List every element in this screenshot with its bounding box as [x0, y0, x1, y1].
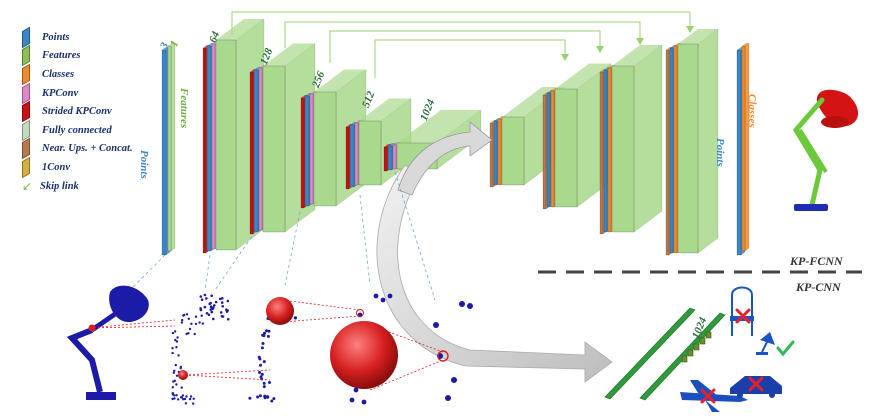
cross-icon: [748, 376, 764, 392]
legend-item: Strided KPConv: [22, 100, 162, 123]
input-features-label: Features: [178, 88, 190, 129]
legend-item: Features: [22, 45, 162, 67]
features-d4: [677, 28, 719, 254]
legend-label: 1Conv: [42, 161, 71, 173]
features-d3: [611, 44, 663, 233]
skip-links: [231, 11, 691, 78]
output-classes-layer: [741, 42, 750, 252]
car-icon: [730, 376, 782, 398]
legend-item: Classes: [22, 63, 162, 86]
legend-label: Features: [42, 50, 81, 62]
guide-lines: [119, 171, 436, 301]
skip-link-4: [374, 39, 566, 78]
fc-output-nodes: [681, 331, 712, 363]
input-points-label: Points: [138, 150, 150, 179]
legend-item: KPConv: [22, 82, 162, 104]
kernel-ring-2: [437, 350, 449, 362]
lamp-segmented-icon: [792, 89, 859, 211]
lamp-icon: [756, 332, 775, 355]
check-icon: [776, 340, 795, 357]
skip-link-3: [329, 30, 601, 63]
legend-label: Classes: [42, 68, 75, 80]
output-points-label: Points: [714, 138, 726, 167]
skip-link-1: [231, 11, 691, 35]
legend-label: Points: [42, 31, 70, 43]
legend-label: KPConv: [42, 87, 79, 99]
cross-icon: [735, 308, 751, 324]
legend-label: Strided KPConv: [42, 106, 112, 118]
legend-item: Fully connected: [22, 119, 162, 142]
decoder-layers: [489, 28, 750, 256]
encoder-layers: [161, 18, 482, 256]
kernel-ring-1: [356, 309, 364, 317]
legend-item: Near. Ups. + Concat.: [22, 138, 162, 160]
legend-item: ↙ Skip link: [22, 177, 162, 196]
fc-bar-1: [604, 307, 696, 400]
curved-arrow-upper: [397, 121, 493, 196]
skip-link-arrow-icon: ↙: [22, 179, 33, 194]
legend-label: Fully connected: [42, 124, 112, 136]
input-features-layer: [167, 42, 176, 252]
skip-link-2: [284, 21, 641, 48]
kernel-sphere-small-1: [88, 324, 96, 332]
kernel-sphere-2: [330, 321, 398, 389]
output-classes-label: Classes: [746, 94, 758, 128]
legend-label: Near. Ups. + Concat.: [42, 143, 133, 155]
legend-item: 1Conv: [22, 156, 162, 179]
chair-icon: [730, 286, 754, 336]
legend-item: Points: [22, 26, 162, 49]
cross-icon: [700, 388, 716, 404]
legend-label: Skip link: [40, 180, 79, 192]
lamp-cloud-dense: [66, 285, 149, 400]
skip-arrowheads: [561, 26, 694, 61]
kernel-sphere-small-2: [178, 370, 188, 380]
kp-fcnn-label: KP-FCNN: [790, 254, 843, 268]
kernel-sphere-1: [266, 297, 294, 325]
fc-layers: [604, 307, 726, 401]
kp-cnn-label: KP-CNN: [796, 280, 841, 294]
